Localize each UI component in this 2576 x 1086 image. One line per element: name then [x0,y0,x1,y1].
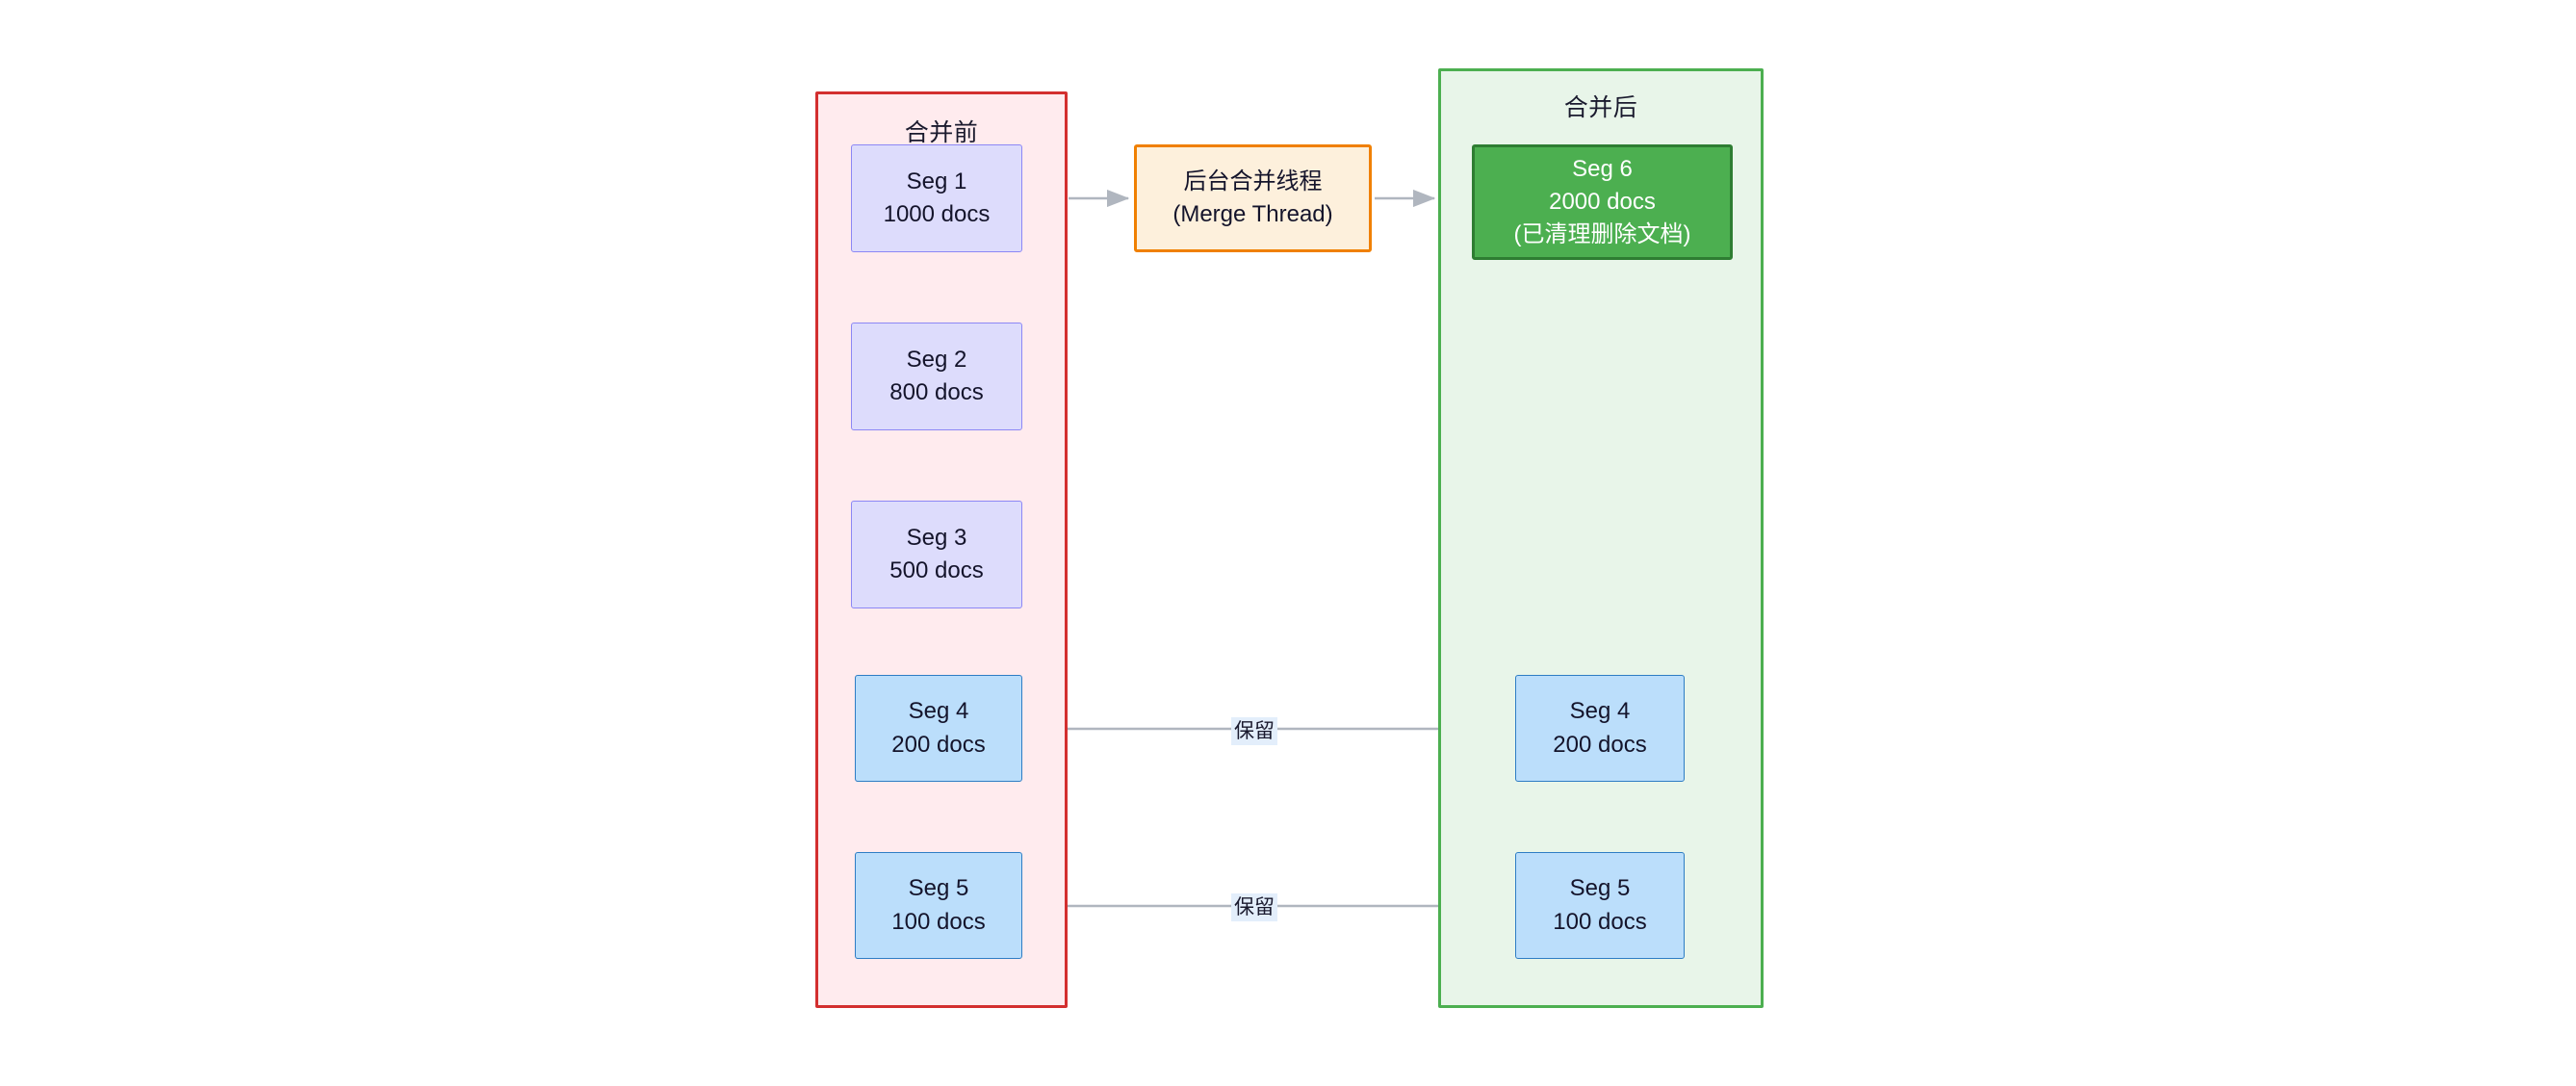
segment-name: Seg 4 [1569,698,1631,725]
segment-note: (已清理删除文档) [1513,221,1691,248]
segment-name: Seg 6 [1572,155,1633,182]
segment-seg-5-after[interactable]: Seg 5 100 docs [1515,852,1685,959]
segment-name: Seg 5 [908,875,969,902]
segment-seg-2[interactable]: Seg 2 800 docs [851,323,1022,430]
segment-name: Seg 1 [906,168,967,194]
edge-label-keep-seg4: 保留 [1231,717,1277,746]
segment-docs: 800 docs [889,379,984,405]
edge-label-keep-seg5: 保留 [1231,893,1277,922]
segment-seg-6-merged[interactable]: Seg 6 2000 docs (已清理删除文档) [1472,144,1733,260]
after-merge-title: 合并后 [1563,94,1638,121]
before-merge-title: 合并前 [904,119,979,146]
segment-seg-4-before[interactable]: Seg 4 200 docs [855,675,1022,782]
segment-docs: 200 docs [1553,731,1647,758]
merge-thread-node[interactable]: 后台合并线程 (Merge Thread) [1134,144,1372,252]
segment-seg-4-after[interactable]: Seg 4 200 docs [1515,675,1685,782]
segment-docs: 100 docs [1553,908,1647,935]
merge-thread-title: 后台合并线程 [1183,168,1323,194]
segment-docs: 200 docs [891,731,986,758]
segment-docs: 2000 docs [1549,188,1656,215]
merge-thread-subtitle: (Merge Thread) [1172,201,1333,227]
segment-name: Seg 2 [906,346,967,373]
segment-docs: 100 docs [891,908,986,935]
segment-seg-5-before[interactable]: Seg 5 100 docs [855,852,1022,959]
segment-seg-1[interactable]: Seg 1 1000 docs [851,144,1022,252]
segment-name: Seg 5 [1569,875,1631,902]
segment-name: Seg 4 [908,698,969,725]
segment-docs: 500 docs [889,557,984,583]
segment-name: Seg 3 [906,524,967,551]
segment-docs: 1000 docs [883,201,991,227]
segment-seg-3[interactable]: Seg 3 500 docs [851,501,1022,608]
